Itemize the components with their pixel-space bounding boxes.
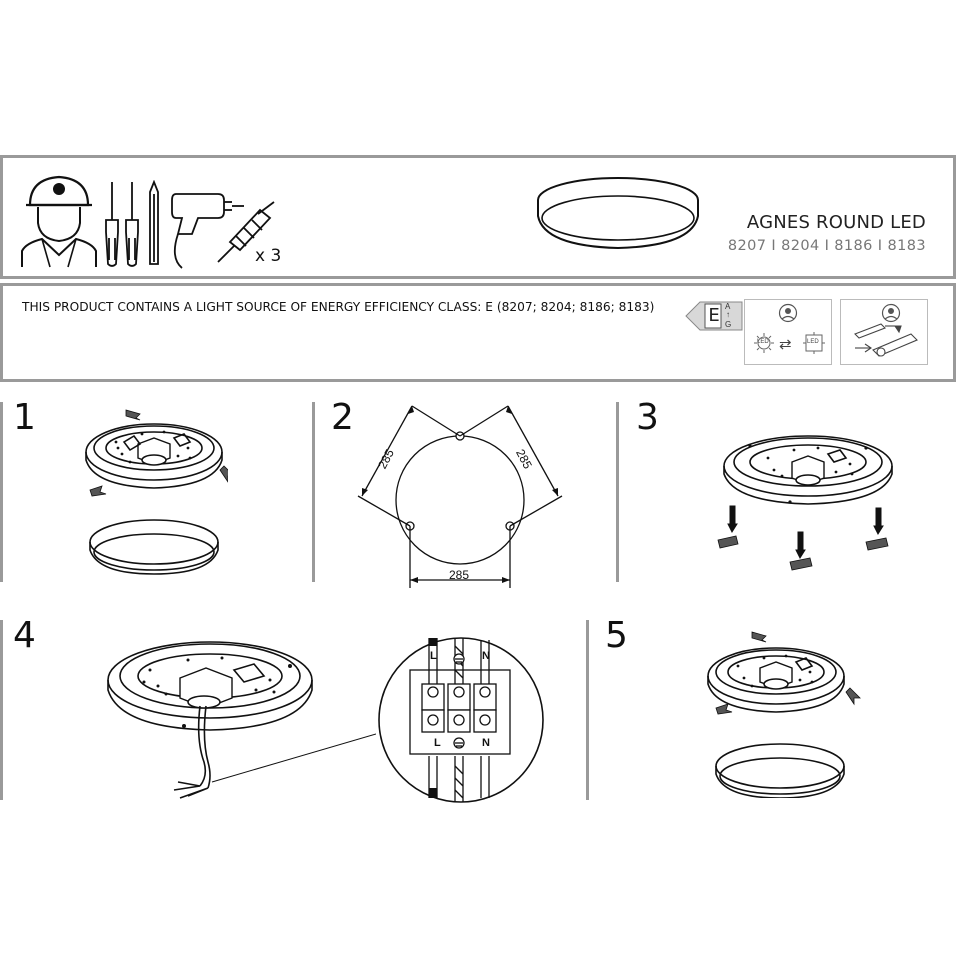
led-module-icon [803, 332, 825, 354]
step-5-illustration [707, 631, 861, 798]
dimension-bottom: 285 [449, 568, 470, 582]
step-2-mounting-diagram [357, 405, 563, 588]
terminal-label-n-top: N [482, 650, 490, 662]
led-label-left: LED [757, 339, 769, 345]
step-4-number: 4 [13, 615, 36, 656]
drill-icon [171, 193, 244, 269]
divider [0, 402, 3, 582]
step-3-number: 3 [636, 397, 659, 438]
step-5-number: 5 [605, 615, 628, 656]
wall-anchor-icon [217, 201, 275, 263]
energy-scale-bottom: G [725, 320, 732, 329]
terminal-label-n-bottom: N [482, 737, 490, 749]
led-bulb-icon [754, 333, 774, 353]
terminal-block-detail [378, 637, 544, 803]
led-replace-box: LED ⇄ LED [744, 299, 832, 365]
step-1-number: 1 [13, 397, 36, 438]
divider [0, 620, 3, 800]
energy-scale-arrow: ↑ [726, 310, 730, 319]
product-codes: 8207 I 8204 I 8186 I 8183 [727, 238, 926, 254]
divider [586, 620, 589, 800]
step-3-illustration [717, 435, 893, 571]
lamp-product-image [537, 177, 699, 250]
header-panel [0, 155, 956, 279]
driver-replace-box [840, 299, 928, 365]
swap-arrows-icon: ⇄ [779, 336, 792, 353]
step-1-illustration [85, 409, 228, 575]
step-4-illustration [107, 641, 376, 799]
divider [616, 402, 619, 582]
energy-panel [0, 283, 956, 382]
product-title: AGNES ROUND LED [746, 212, 926, 233]
technician-icon [778, 303, 798, 323]
energy-class-letter: E [708, 305, 720, 326]
energy-class-tag: E A ↑ G [684, 301, 744, 331]
step-2-number: 2 [331, 397, 354, 438]
screwdriver-tools-icon [105, 180, 159, 267]
anchor-count-label: x 3 [255, 246, 282, 266]
installer-person-icon [21, 175, 97, 268]
led-driver-icon [854, 323, 918, 357]
technician-icon [881, 303, 901, 323]
terminal-label-l-top: L [430, 650, 437, 662]
led-label-right: LED [807, 339, 819, 345]
energy-scale-top: A [725, 302, 731, 311]
energy-notice: THIS PRODUCT CONTAINS A LIGHT SOURCE OF … [22, 300, 655, 314]
terminal-label-l-bottom: L [434, 737, 441, 749]
divider [312, 402, 315, 582]
